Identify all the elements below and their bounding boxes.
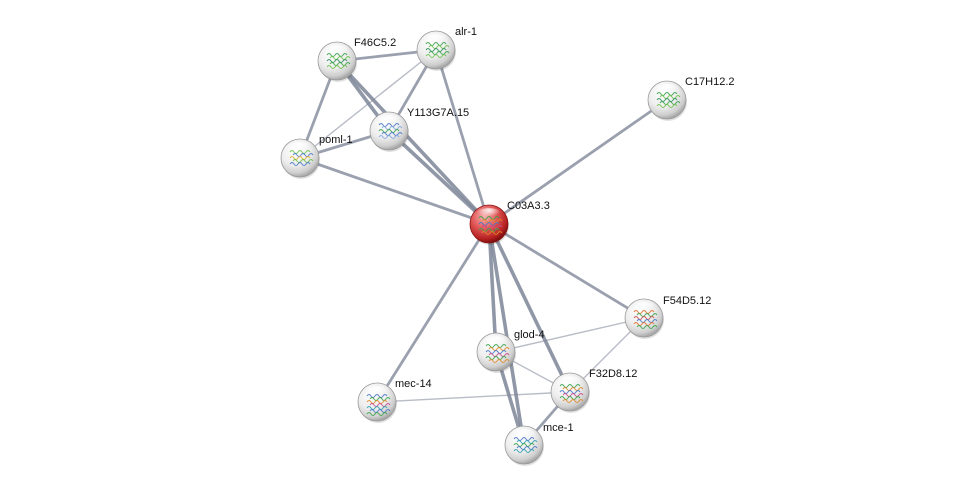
node-mce-1[interactable]: mce-1 — [504, 422, 574, 466]
node-glod-4[interactable]: glod-4 — [476, 329, 545, 373]
node-f54d5-12[interactable]: F54D5.12 — [624, 295, 711, 339]
edge-glod-4-f54d5-12[interactable] — [495, 317, 645, 353]
node-poml-1[interactable]: poml-1 — [280, 134, 353, 179]
node-label: C03A3.3 — [507, 200, 550, 212]
node-mec-14[interactable]: mec-14 — [357, 378, 432, 423]
node-c17h12-2[interactable]: C17H12.2 — [647, 76, 735, 121]
edge-c03a3-3-mec-14[interactable] — [375, 222, 491, 404]
edge-poml-1-c03a3-3[interactable] — [298, 156, 491, 226]
node-y113g7a-15[interactable]: Y113G7A.15 — [369, 107, 469, 152]
node-label: F46C5.2 — [354, 37, 396, 49]
node-label: F32D8.12 — [589, 368, 637, 380]
node-label: Y113G7A.15 — [407, 107, 469, 119]
edge-c03a3-3-mce-1[interactable] — [487, 222, 526, 447]
edge-f46c5-2-c03a3-3[interactable] — [335, 59, 491, 226]
node-label: F54D5.12 — [663, 295, 711, 307]
node-label: poml-1 — [319, 134, 353, 146]
node-label: mec-14 — [395, 378, 432, 390]
node-alr-1[interactable]: alr-1 — [416, 26, 477, 71]
edge-c03a3-3-f54d5-12[interactable] — [487, 222, 646, 320]
node-label: glod-4 — [514, 329, 545, 341]
protein-structure-icon — [366, 394, 391, 416]
edge-alr-1-c03a3-3[interactable] — [434, 48, 491, 226]
node-f46c5-2[interactable]: F46C5.2 — [317, 37, 396, 82]
node-c03a3-3[interactable]: C03A3.3 — [469, 200, 550, 245]
edge-c03a3-3-glod-4[interactable] — [487, 222, 498, 354]
node-label: alr-1 — [455, 26, 477, 38]
node-label: mce-1 — [543, 422, 574, 434]
edge-y113g7a-15-c03a3-3[interactable] — [387, 129, 491, 226]
node-label: C17H12.2 — [685, 76, 735, 88]
edge-mec-14-f32d8-12[interactable] — [376, 391, 571, 403]
edge-alr-1-poml-1[interactable] — [299, 49, 437, 159]
edge-c03a3-3-f32d8-12[interactable] — [487, 222, 572, 394]
edge-c17h12-2-c03a3-3[interactable] — [487, 98, 669, 226]
edges-layer — [298, 48, 669, 447]
node-f32d8-12[interactable]: F32D8.12 — [550, 368, 637, 413]
